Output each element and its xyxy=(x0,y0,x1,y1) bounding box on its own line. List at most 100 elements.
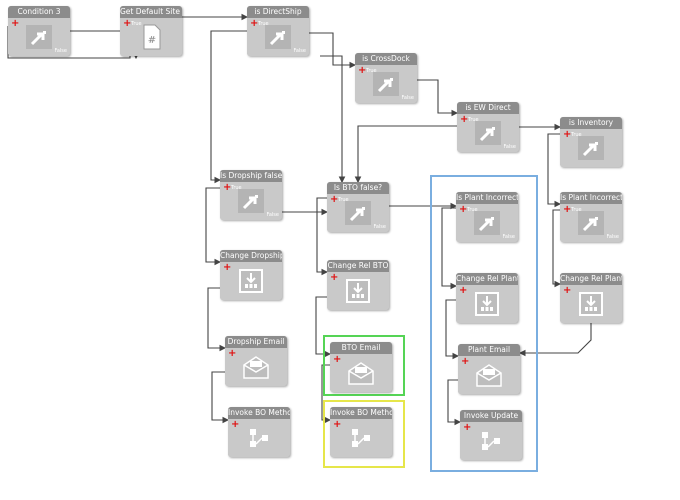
true-label: True xyxy=(571,207,582,213)
true-label: True xyxy=(131,21,142,27)
node-title: Get Default Site 1 xyxy=(120,6,182,18)
add-icon[interactable]: + xyxy=(330,272,339,283)
connector-20 xyxy=(518,323,592,357)
add-icon[interactable]: + xyxy=(459,204,468,215)
true-label: True xyxy=(338,197,349,203)
node-title: BTO Email xyxy=(330,342,392,354)
node-title: Change Rel Plant 1 xyxy=(560,273,622,285)
add-icon[interactable]: + xyxy=(330,194,339,205)
false-label: False xyxy=(503,144,516,150)
add-icon[interactable]: + xyxy=(460,114,469,125)
network-icon xyxy=(245,425,273,451)
add-icon[interactable]: + xyxy=(459,285,468,296)
add-icon[interactable]: + xyxy=(123,18,132,29)
node-getdefaultsite[interactable]: Get Default Site 1+True# xyxy=(120,6,182,56)
download-icon xyxy=(473,291,501,317)
node-invokeupdate[interactable]: Invoke Update+ xyxy=(460,410,522,460)
arrow-icon xyxy=(25,24,53,50)
false-label: False xyxy=(373,224,386,230)
connector-23 xyxy=(447,379,462,426)
add-icon[interactable]: + xyxy=(563,285,572,296)
connector-21 xyxy=(211,371,230,424)
add-icon[interactable]: + xyxy=(463,422,472,433)
node-title: Dropship Email xyxy=(225,336,287,348)
add-icon[interactable]: + xyxy=(223,262,232,273)
envelope-icon xyxy=(242,354,270,380)
connector-9 xyxy=(354,125,457,184)
connector-5 xyxy=(417,79,459,117)
node-title: Plant Email xyxy=(458,344,520,356)
add-icon[interactable]: + xyxy=(358,65,367,76)
add-icon[interactable]: + xyxy=(11,18,20,29)
add-icon[interactable]: + xyxy=(223,182,232,193)
envelope-icon xyxy=(347,360,375,386)
false-label: False xyxy=(401,95,414,101)
add-icon[interactable]: + xyxy=(231,419,240,430)
connector-lines xyxy=(7,13,592,426)
node-invokebomethod2[interactable]: Invoke BO Method+ xyxy=(330,407,392,457)
node-changedropship[interactable]: Change Dropship+ xyxy=(220,250,282,300)
bto-email-highlight-frame xyxy=(323,335,405,396)
add-icon[interactable]: + xyxy=(333,419,342,430)
node-title: Change Rel BTO xyxy=(327,260,389,272)
false-label: False xyxy=(606,234,619,240)
node-changerelplant[interactable]: Change Rel Plant+ xyxy=(456,273,518,323)
add-icon[interactable]: + xyxy=(461,356,470,367)
connector-8 xyxy=(320,55,346,184)
envelope-icon xyxy=(475,362,503,388)
arrow-icon xyxy=(344,200,372,226)
arrow-icon xyxy=(474,120,502,146)
node-title: is DirectShip xyxy=(247,6,309,18)
add-icon[interactable]: + xyxy=(250,18,259,29)
node-btoemail[interactable]: BTO Email+ xyxy=(330,342,392,392)
true-label: True xyxy=(468,117,479,123)
document-hash-icon: # xyxy=(137,24,165,50)
node-title: Is Plant Incorrect? xyxy=(560,192,622,204)
node-condition3[interactable]: Condition 3+False xyxy=(8,6,70,56)
arrow-icon xyxy=(577,135,605,161)
connector-19 xyxy=(445,299,460,360)
node-title: is CrossDock xyxy=(355,53,417,65)
node-changerelplant1[interactable]: Change Rel Plant 1+ xyxy=(560,273,622,323)
false-label: False xyxy=(54,48,67,54)
node-title: Invoke Update xyxy=(460,410,522,422)
false-label: False xyxy=(293,48,306,54)
node-dropshipemail[interactable]: Dropship Email+ xyxy=(225,336,287,386)
connector-15 xyxy=(547,133,562,208)
true-label: True xyxy=(571,132,582,138)
arrow-icon xyxy=(372,71,400,97)
node-changerelbto[interactable]: Change Rel BTO+ xyxy=(327,260,389,310)
node-title: Invoke BO Method xyxy=(330,407,392,419)
connector-22 xyxy=(321,364,332,424)
add-icon[interactable]: + xyxy=(563,204,572,215)
true-label: True xyxy=(366,68,377,74)
arrow-icon xyxy=(264,24,292,50)
connector-7 xyxy=(210,30,247,184)
add-icon[interactable]: + xyxy=(228,348,237,359)
node-title: Invoke BO Method xyxy=(228,407,290,419)
true-label: True xyxy=(258,21,269,27)
connector-4 xyxy=(309,32,357,69)
true-label: True xyxy=(467,207,478,213)
download-icon xyxy=(577,291,605,317)
add-icon[interactable]: + xyxy=(333,354,342,365)
connector-14 xyxy=(441,207,458,290)
node-title: Is Dropship false? xyxy=(220,170,282,182)
arrow-icon xyxy=(473,210,501,236)
node-isinventory[interactable]: is Inventory+True xyxy=(560,117,622,167)
arrow-icon xyxy=(237,188,265,214)
node-invokebomethod1[interactable]: Invoke BO Method+ xyxy=(228,407,290,457)
add-icon[interactable]: + xyxy=(563,129,572,140)
node-plantemail[interactable]: Plant Email+ xyxy=(458,344,520,394)
node-title: Is BTO false? xyxy=(327,182,389,194)
node-title: is EW Direct xyxy=(457,102,519,114)
false-label: False xyxy=(502,234,515,240)
